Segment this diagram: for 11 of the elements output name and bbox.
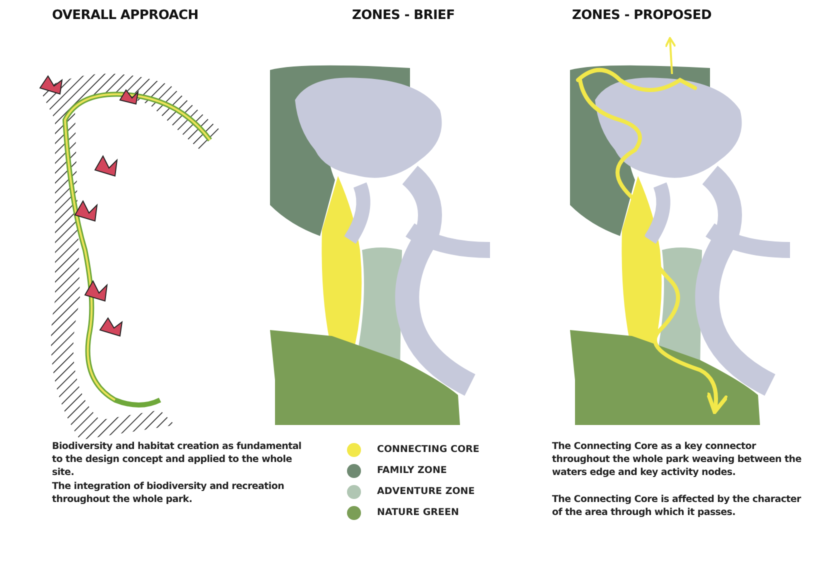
description-text: The integration of biodiversity and recreation throughout the whole park.	[52, 480, 286, 506]
legend-label: CONNECTING CORE	[377, 444, 480, 455]
panel-heading: OVERALL APPROACH	[52, 8, 198, 23]
description-text: Biodiversity and habitat creation as fundamental to the design concept and applied to the whole site.	[52, 440, 302, 479]
panel-heading: ZONES - PROPOSED	[572, 8, 712, 23]
legend-label: NATURE GREEN	[377, 507, 459, 518]
panel-heading: ZONES - BRIEF	[352, 8, 455, 23]
description-text: The Connecting Core as a key connector throughout the whole park weaving between the waters edge and key activity nodes.	[552, 440, 802, 479]
legend-label: FAMILY ZONE	[377, 465, 447, 476]
description-text: The Connecting Core is affected by the character of the area through which it passes.	[552, 493, 802, 519]
legend-label: ADVENTURE ZONE	[377, 486, 475, 497]
